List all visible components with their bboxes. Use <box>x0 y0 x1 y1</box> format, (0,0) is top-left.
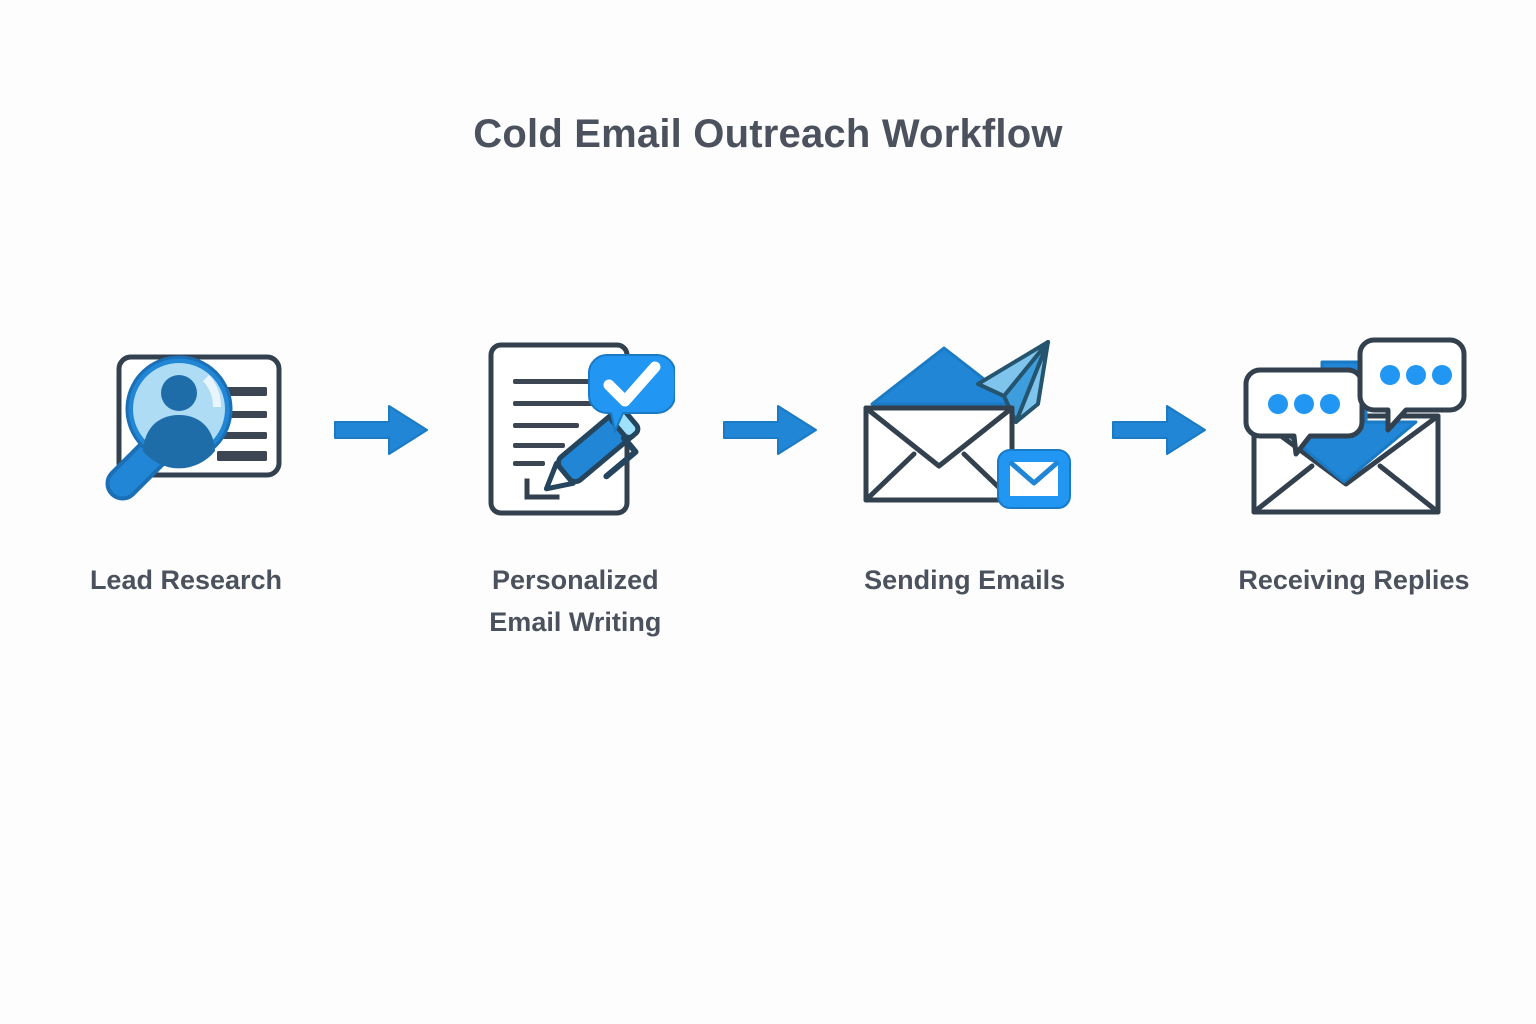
envelope-inbound-chat-icon <box>1238 330 1470 530</box>
page-title: Cold Email Outreach Workflow <box>473 112 1063 156</box>
workflow-step-receiving-replies: Receiving Replies <box>1238 330 1470 602</box>
arrow-right-icon-1 <box>327 330 435 530</box>
document-pen-check-icon <box>459 330 691 530</box>
workflow-step-lead-research: Lead Research <box>70 330 302 602</box>
step-label-receiving-replies: Receiving Replies <box>1238 565 1470 595</box>
envelope-paper-plane-icon <box>849 330 1081 530</box>
workflow-step-personalized-email-writing: Personalized Email Writing <box>459 330 691 644</box>
magnifier-id-card-icon <box>70 330 302 530</box>
arrow-right-icon-3 <box>1105 330 1213 530</box>
workflow-steps-row: Lead Research <box>70 330 1470 660</box>
arrow-right-icon-2 <box>716 330 824 530</box>
step-label-lead-research: Lead Research <box>89 565 283 595</box>
step-label-sending-emails: Sending Emails <box>864 565 1066 595</box>
step-label-personalized-email-writing: Personalized Email Writing <box>489 565 662 637</box>
workflow-step-sending-emails: Sending Emails <box>849 330 1081 602</box>
